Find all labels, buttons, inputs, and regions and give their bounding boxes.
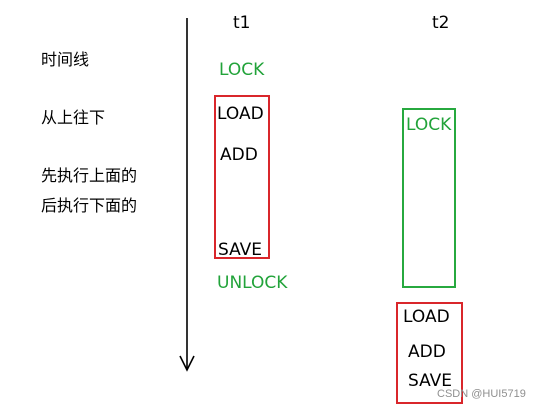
t2-load-op: LOAD [403, 307, 450, 327]
t2-lock-wait-box [402, 108, 456, 288]
note-timeline: 时间线 [41, 50, 90, 69]
t1-add-op: ADD [220, 145, 258, 165]
t1-unlock-label: UNLOCK [217, 273, 288, 293]
thread-t2-title: t2 [432, 13, 450, 33]
thread-t1-title: t1 [233, 13, 251, 33]
t1-save-op: SAVE [218, 240, 263, 260]
t1-load-op: LOAD [217, 104, 264, 124]
note-top-to-bottom: 从上往下 [41, 108, 106, 127]
t2-save-op: SAVE [408, 371, 453, 391]
t1-critical-section-box [214, 95, 270, 259]
t2-add-op: ADD [408, 342, 446, 362]
t2-lock-label: LOCK [406, 115, 452, 135]
t2-critical-section-box [396, 302, 463, 404]
t1-lock-label: LOCK [219, 60, 265, 80]
note-execute-first: 先执行上面的 [41, 166, 138, 185]
watermark: CSDN @HUI5719 [437, 388, 526, 400]
note-execute-later: 后执行下面的 [41, 196, 138, 215]
